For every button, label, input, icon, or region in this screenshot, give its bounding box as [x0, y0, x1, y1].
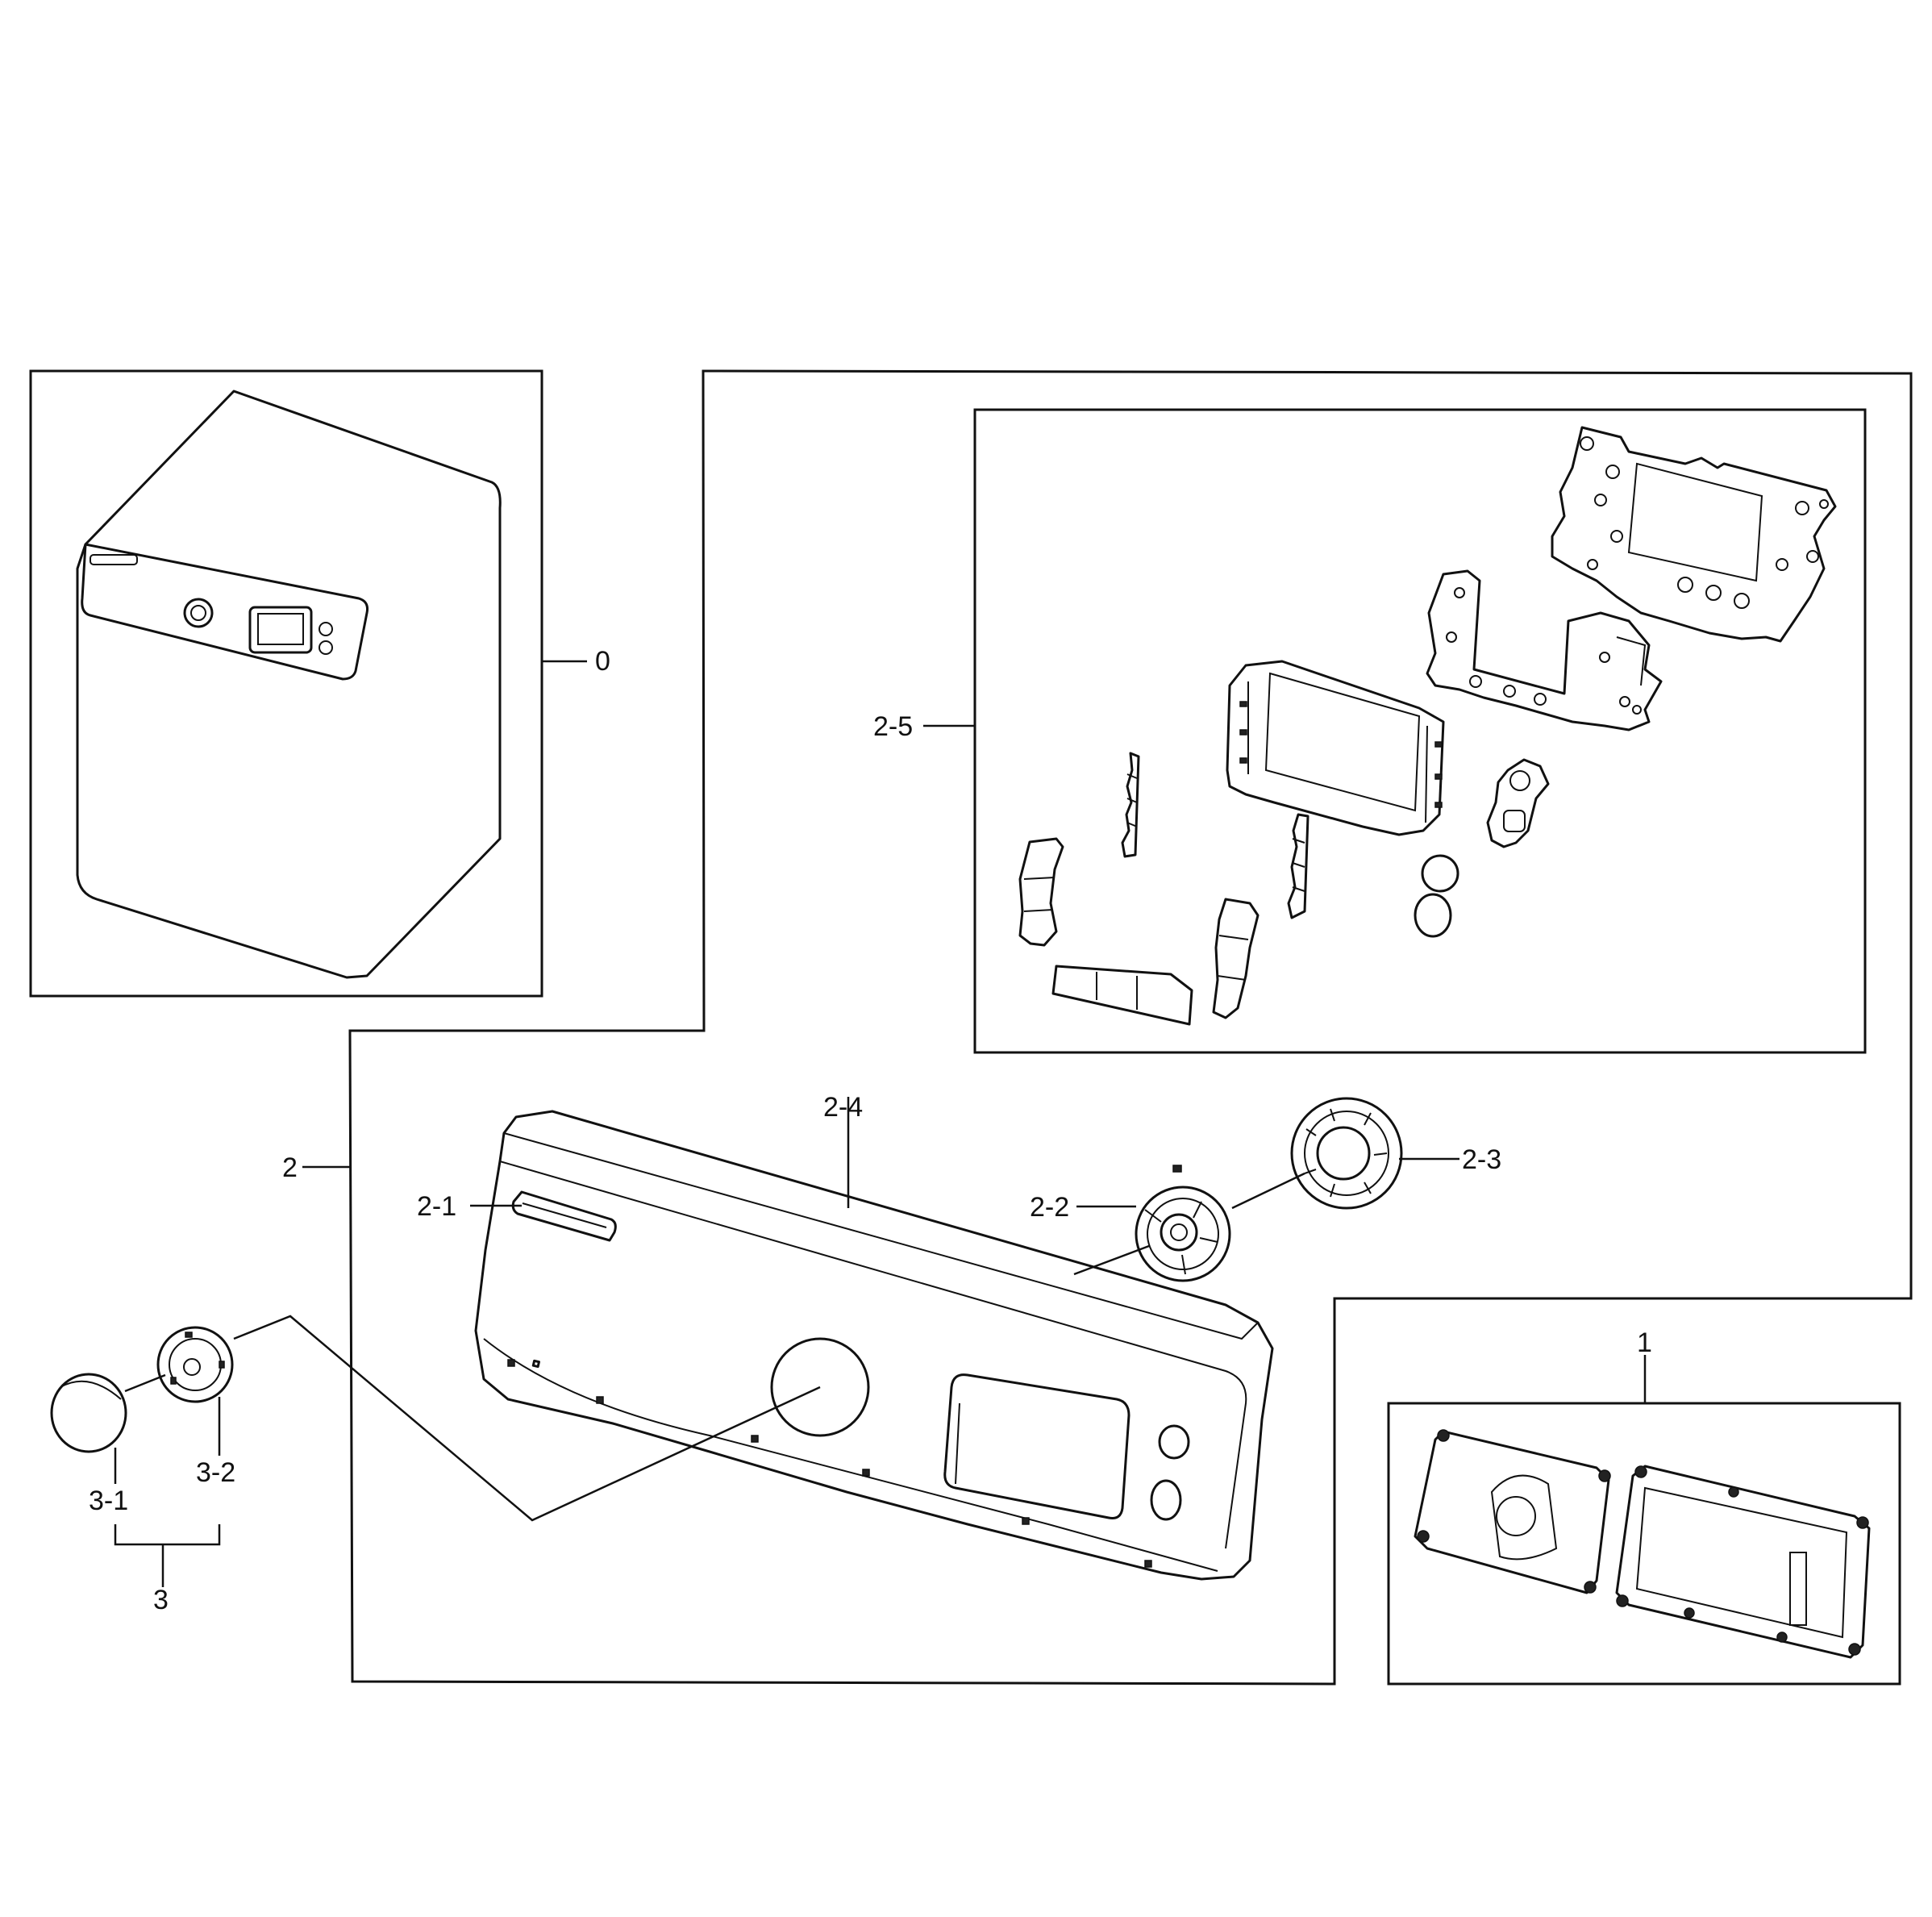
leader-lines [114, 660, 1647, 1587]
button-strip-d [1051, 965, 1193, 1026]
label-0: 0 [595, 646, 610, 677]
box-buttons-2-5 [973, 408, 1867, 1054]
label-2-2: 2-2 [1030, 1192, 1069, 1223]
knob-holder-part [1486, 758, 1550, 848]
dryer-cabinet-part [76, 390, 502, 979]
button-strip-b [1018, 837, 1064, 947]
label-2-3: 2-3 [1462, 1144, 1501, 1175]
knob-ring-2-3 [1290, 1097, 1403, 1210]
small-button-oval [1414, 893, 1452, 938]
button-strip-a [1121, 752, 1140, 858]
pcb-assy-part [1414, 1429, 1871, 1659]
knob-cap-3-1 [50, 1373, 127, 1453]
label-3-2: 3-2 [196, 1457, 235, 1488]
control-bracket-large [1551, 426, 1837, 643]
box-assembly-0 [29, 369, 543, 998]
button-strip-e [1212, 898, 1260, 1019]
knob-base-3-2 [156, 1326, 234, 1403]
label-2-4: 2-4 [823, 1092, 863, 1123]
control-bracket-u [1426, 569, 1663, 731]
button-strip-c [1287, 813, 1310, 919]
label-2: 2 [282, 1152, 298, 1183]
label-3-1: 3-1 [89, 1486, 128, 1516]
small-button-round [1421, 854, 1459, 893]
label-3: 3 [153, 1585, 169, 1615]
box-panel-2 [348, 369, 1913, 1686]
label-2-5: 2-5 [873, 711, 913, 742]
label-2-1: 2-1 [417, 1191, 456, 1222]
display-frame-part [1226, 660, 1445, 836]
label-1: 1 [1637, 1327, 1652, 1358]
control-panel-frame-part [474, 1110, 1274, 1581]
knob-frame-2-2 [1135, 1165, 1231, 1282]
